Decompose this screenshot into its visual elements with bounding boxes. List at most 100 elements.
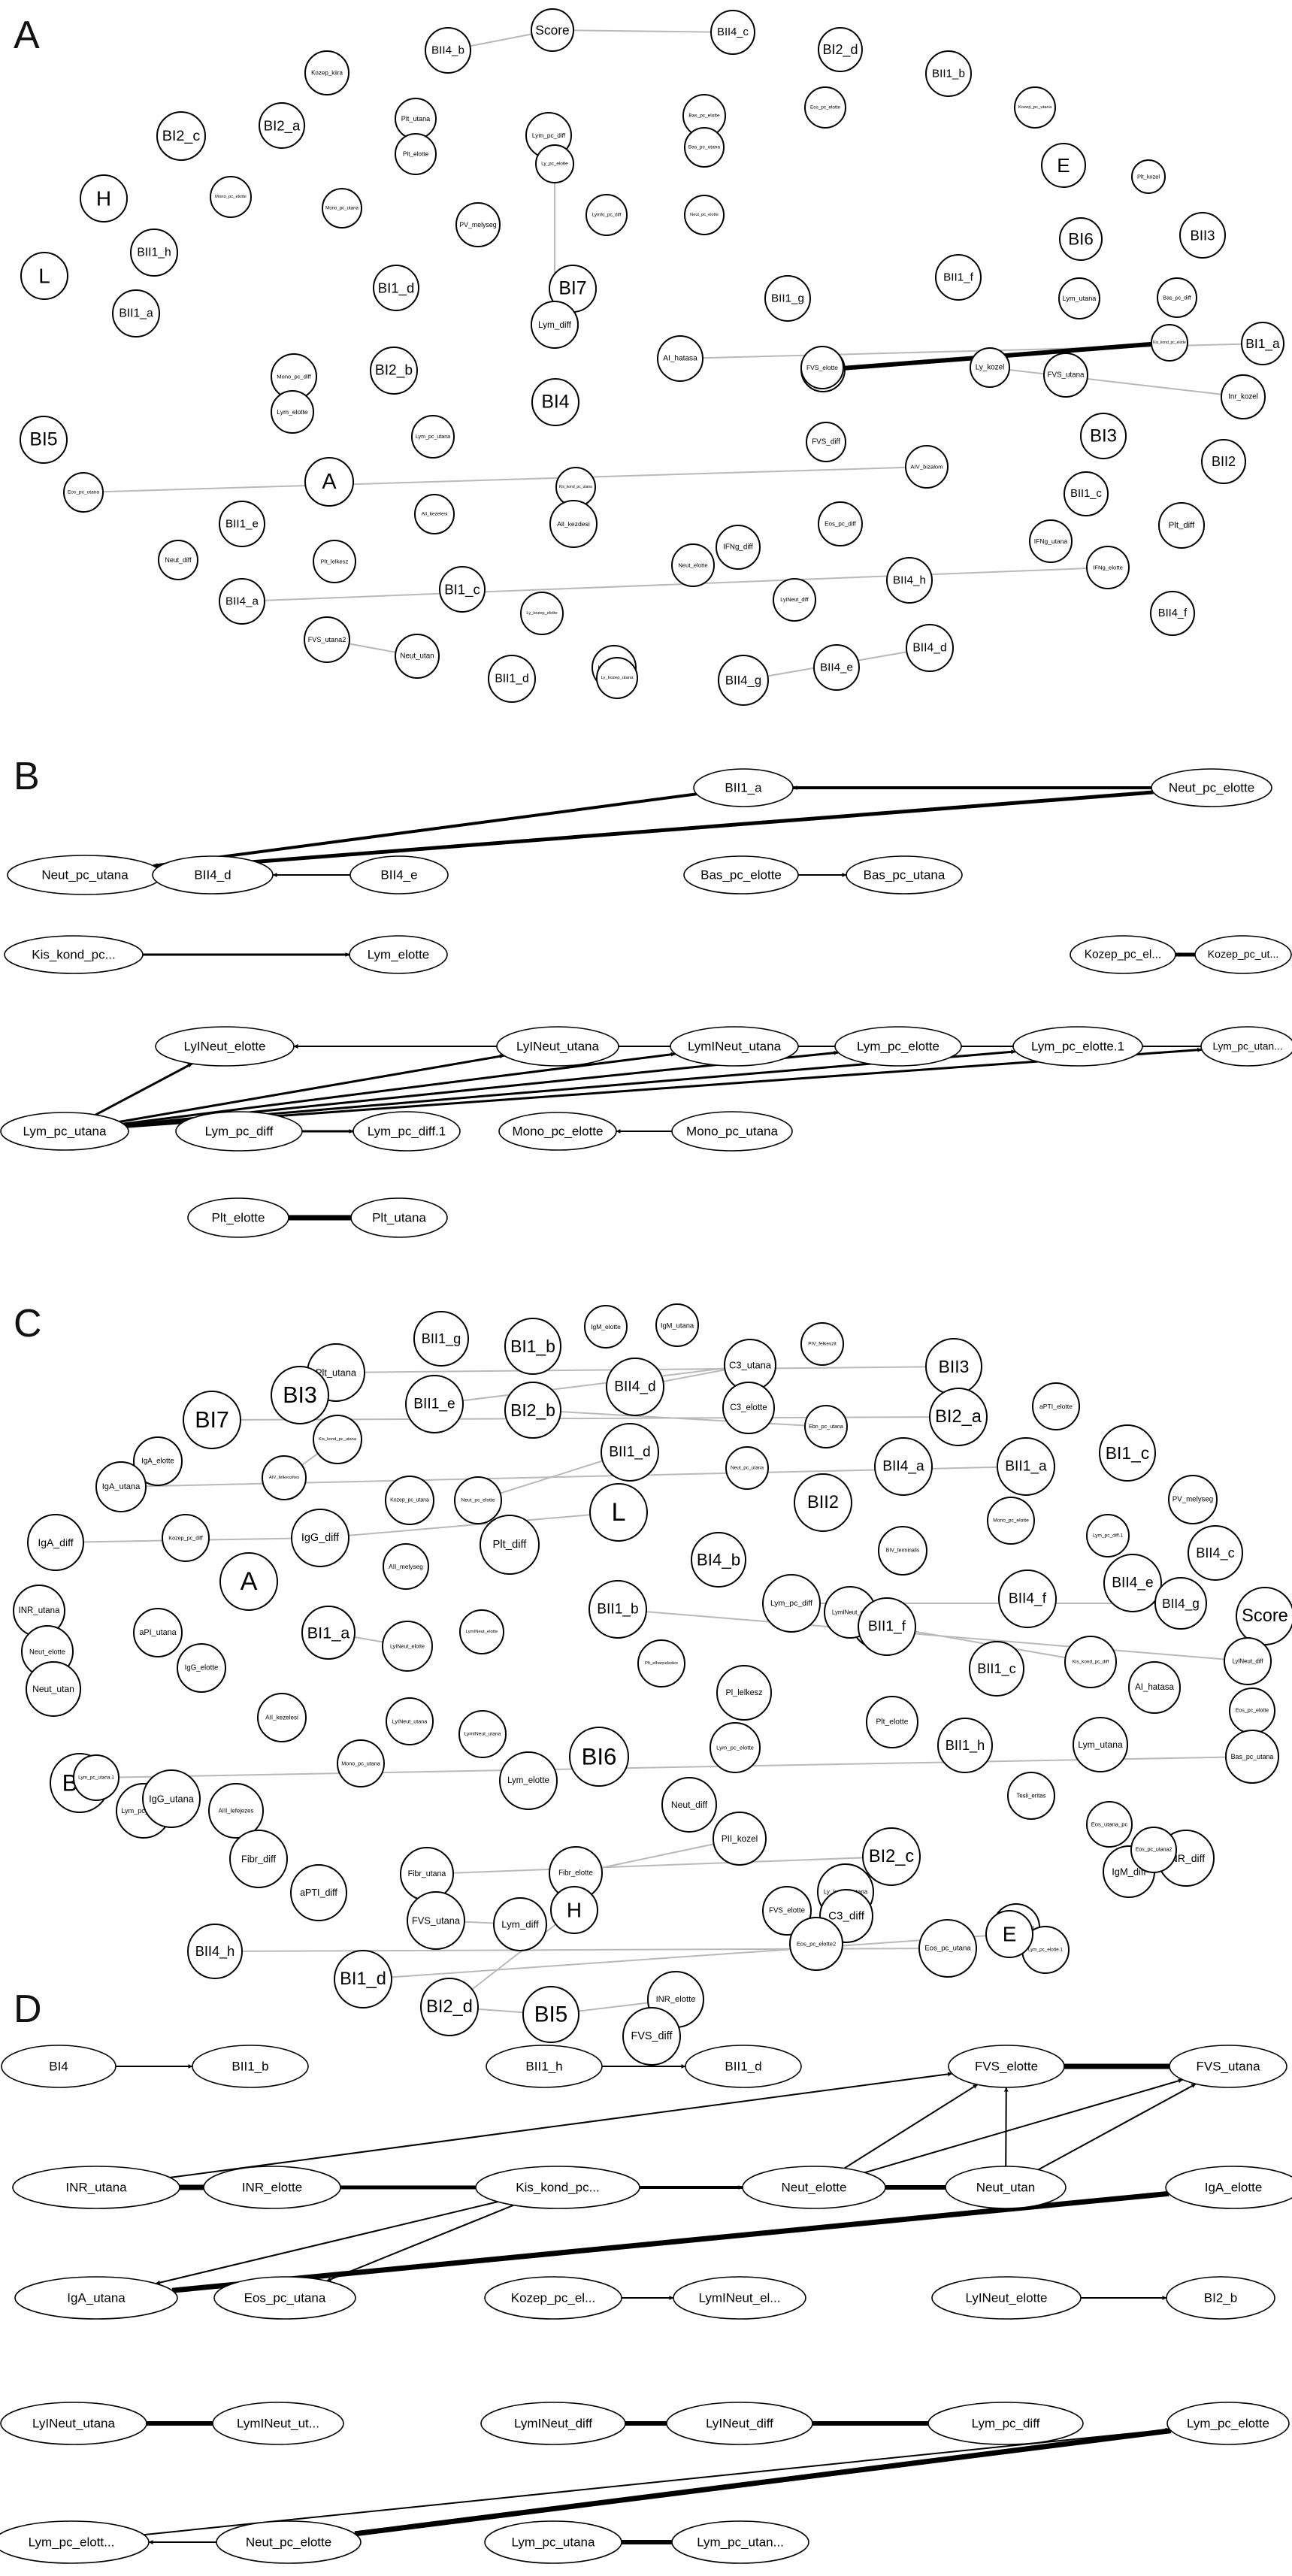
node-neut-pc-elotte: Neut_pc_elotte — [1151, 768, 1272, 807]
node-label: Lym_elotte — [277, 408, 308, 416]
node-label: LymINeut_diff — [514, 2417, 592, 2431]
node-mono-pc-utana: Mono_pc_utana — [322, 188, 362, 229]
directed-edge — [126, 1047, 1203, 1128]
node-ellipse — [4, 935, 144, 974]
node-bii1-c: BII1_c — [969, 1641, 1024, 1697]
node-lym-pc-elotte: Lym_pc_elotte — [710, 1722, 761, 1773]
node-mono-pc-utana: Mono_pc_utana — [671, 1111, 793, 1152]
node-label: IFNg_utana — [1034, 537, 1068, 545]
node-label: FVS_diff — [631, 2030, 673, 2042]
node-label: E — [1057, 154, 1070, 177]
node-bi1-c: BI1_c — [1099, 1424, 1156, 1482]
node-circle — [691, 1532, 746, 1588]
node-bas-pc-utana: Bas_pc_utana — [1225, 1730, 1279, 1784]
panel-b-letter: B — [14, 755, 40, 798]
node-fvs-utana: FVS_utana — [1169, 2045, 1287, 2088]
node-eos-pc-utana: Eos_pc_utana — [213, 2276, 356, 2320]
node-ellipse — [1, 2045, 116, 2088]
node-label: LymINeut_el... — [699, 2291, 781, 2305]
node-circle — [1041, 143, 1086, 188]
node-ellipse — [1200, 1026, 1292, 1067]
node-label: BII4_e — [1112, 1576, 1153, 1591]
node-lym-pc-utan: Lym_pc_utan... — [1200, 1026, 1292, 1067]
node-label: BI5 — [534, 2002, 567, 2027]
node-label: Fibr_diff — [241, 1854, 276, 1865]
node-label: BI4 — [49, 2060, 68, 2074]
node-label: LymINeut_utana — [688, 1040, 782, 1054]
edge-line — [319, 1512, 619, 1539]
node-aii-kezelesi: AII_kezelesi — [257, 1693, 307, 1742]
node-circle — [183, 1391, 241, 1449]
node-bii1-d: BII1_d — [685, 2045, 802, 2088]
node-circle — [550, 1886, 598, 1934]
node-label: BI3 — [1090, 426, 1117, 446]
node-label: BII1_a — [1005, 1459, 1047, 1475]
node-circle — [373, 265, 419, 311]
node-bi1-a: BI1_a — [301, 1606, 356, 1660]
node-eos-pc-utana: Eos_pc_utana — [918, 1919, 977, 1978]
node-plt-elotte: Plt_elotte — [187, 1197, 289, 1238]
node-label: BI1_d — [340, 1969, 386, 1989]
node-label: FVS_elotte — [975, 2060, 1038, 2074]
node-label: Eos_utana_pc — [1091, 1821, 1128, 1828]
node-circle — [589, 1580, 647, 1639]
node-lym-pc-elott: Lym_pc_elott... — [0, 2520, 150, 2564]
node-bii4-h: BII4_h — [187, 1924, 243, 1979]
node-lyineut-utana: LyINeut_utana — [386, 1697, 434, 1745]
node-label: Lym_pc_elotte — [716, 1745, 754, 1751]
node-label: IFNg_elotte — [1093, 565, 1123, 571]
edge-line — [241, 567, 1109, 602]
node-label: Bas_pc_elotte — [700, 868, 782, 882]
node-pv-melyseg: PV_melyseg — [1168, 1475, 1218, 1524]
node-label: BII2 — [807, 1493, 839, 1512]
node-label: BII4_e — [820, 661, 853, 674]
node-label: BI5 — [29, 430, 57, 450]
panel-a-letter: A — [14, 14, 40, 57]
node-label: BII1_a — [119, 307, 153, 320]
node-label: Neut_pc_utana — [41, 868, 129, 882]
node-bi1-b: BI1_b — [504, 1318, 561, 1375]
node-label: Lym_utana — [1063, 295, 1097, 302]
node-bii4-a: BII4_a — [874, 1437, 933, 1496]
node-label: Neut_pc_elotte — [461, 1498, 495, 1503]
node-bii1-d: BII1_d — [601, 1423, 659, 1482]
node-ellipse — [12, 2166, 180, 2209]
node-bi3: BI3 — [1080, 413, 1127, 459]
node-label: Fibr_utana — [408, 1869, 446, 1878]
node-label: Kozep_pc_utana — [1018, 105, 1052, 110]
node-bii1-f: BII1_f — [935, 254, 982, 301]
node-label: BII4_f — [1158, 607, 1188, 619]
node-circle — [27, 1514, 84, 1571]
node-igg-elotte: IgG_elotte — [177, 1643, 226, 1693]
node-label: IgG_elotte — [185, 1664, 219, 1672]
node-label: Neut_pc_elotte — [690, 213, 719, 217]
node-e: E — [985, 1910, 1033, 1958]
node-neut-pc-elotte: Neut_pc_elotte — [684, 195, 725, 235]
node-label: Lym_pc_utana — [23, 1125, 107, 1139]
node-lym-utana: Lym_utana — [1073, 1717, 1128, 1772]
node-label: IgA_elotte — [1205, 2181, 1263, 2195]
node-bii1-h: BII1_h — [130, 229, 178, 277]
node-fvs-utana: FVS_utana — [407, 1891, 465, 1950]
directed-edge — [1037, 2083, 1197, 2171]
node-label: BII4_d — [194, 868, 231, 882]
node-circle — [789, 1917, 843, 1971]
node-igm-utana: IgM_utana — [655, 1303, 699, 1347]
node-circle — [229, 1830, 288, 1888]
node-neut-diff: Neut_diff — [158, 540, 198, 580]
node-aii-melyseg: AII_melyseg — [383, 1543, 429, 1590]
node-label: BI2_b — [510, 1400, 555, 1420]
node-circle — [937, 1718, 993, 1773]
node-label: LyINeut_utana — [516, 1040, 599, 1054]
node-label: LyINeut_elotte — [390, 1643, 425, 1650]
node-label: Lym_pc_utan... — [1212, 1041, 1282, 1052]
node-circle — [1086, 1514, 1130, 1557]
node-label: BII4_f — [1009, 1591, 1047, 1607]
node-kozep-pc-utana: Kozep_pc_utana — [385, 1476, 434, 1525]
node-circle — [488, 655, 536, 703]
node-circle — [671, 543, 715, 587]
node-plt-elharpeledes: Plt_elharpeledes — [637, 1639, 685, 1688]
node-label: Mono_pc_diff — [277, 374, 311, 380]
node-bi5: BI5 — [522, 1986, 579, 2043]
